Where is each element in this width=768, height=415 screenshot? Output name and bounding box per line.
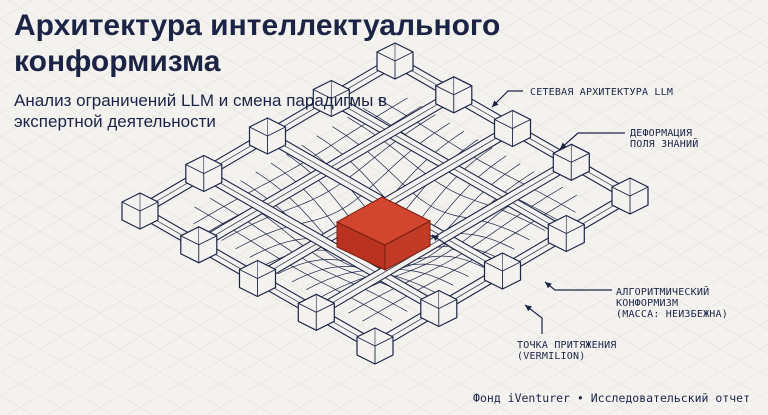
grid-line (446, 225, 768, 415)
grid-line (126, 37, 768, 415)
grid-line (0, 0, 634, 373)
grid-line (0, 277, 234, 415)
grid-line (606, 0, 768, 95)
page-title: Архитектура интеллектуального конформизм… (14, 9, 501, 78)
grid-line (0, 0, 474, 279)
grid-line (0, 0, 394, 232)
label-deformation: ДЕФОРМАЦИЯ ПОЛЯ ЗНАНИЙ (630, 128, 699, 150)
grid-line (0, 0, 594, 349)
grid-line (646, 0, 768, 72)
grid-line (0, 254, 274, 415)
grid-line (0, 0, 354, 208)
grid-line (0, 301, 194, 415)
grid-line (0, 0, 274, 161)
grid-line (606, 320, 768, 415)
arrow-conformism-head (545, 282, 552, 289)
label-network: СЕТЕВАЯ АРХИТЕКТУРА LLM (530, 87, 674, 98)
arrow-deformation-head (560, 142, 567, 149)
grid-line (0, 0, 234, 138)
grid-line (0, 0, 314, 185)
grid-line (206, 84, 768, 415)
label-attraction: ТОЧКА ПРИТЯЖЕНИЯ (VERMILION) (517, 340, 617, 362)
grid-line (526, 0, 768, 143)
grid-line (0, 0, 434, 255)
footer: Фонд iVenturer • Исследовательский отчет (473, 391, 750, 405)
grid-line (0, 0, 154, 91)
grid-line (726, 0, 768, 25)
grid-line (6, 0, 714, 415)
label-conformism: АЛГОРИТМИЧЕСКИЙ КОНФОРМИЗМ (МАССА: НЕИЗБ… (616, 287, 728, 320)
grid-line (486, 0, 768, 166)
arrow-network (491, 90, 523, 108)
grid-line (0, 0, 554, 326)
attractor-block-top (335, 196, 432, 246)
grid-line (526, 272, 768, 415)
arrow-attractor-head (432, 235, 439, 241)
grid-line (646, 343, 768, 415)
grid-line (486, 249, 768, 415)
arrow-deformation (559, 132, 625, 150)
arrow-network-head (492, 100, 499, 107)
grid-line (446, 0, 768, 190)
grid-line (0, 207, 354, 415)
lattice-beam-edge (203, 173, 439, 309)
subtitle: Анализ ограничений LLM и смена парадигмы… (14, 91, 388, 131)
grid-line (566, 0, 768, 119)
lattice-beam-edge (316, 161, 572, 313)
grid-line (566, 296, 768, 415)
arrow-attraction (524, 304, 543, 334)
grid-line (0, 0, 194, 114)
grid-line (0, 230, 314, 415)
grid-line (326, 155, 768, 415)
arrow-attraction-head (525, 305, 532, 312)
grid-line (406, 202, 768, 415)
grid-line (366, 178, 768, 415)
grid-line (0, 324, 154, 415)
grid-line (86, 14, 768, 415)
grid-line (726, 390, 768, 415)
